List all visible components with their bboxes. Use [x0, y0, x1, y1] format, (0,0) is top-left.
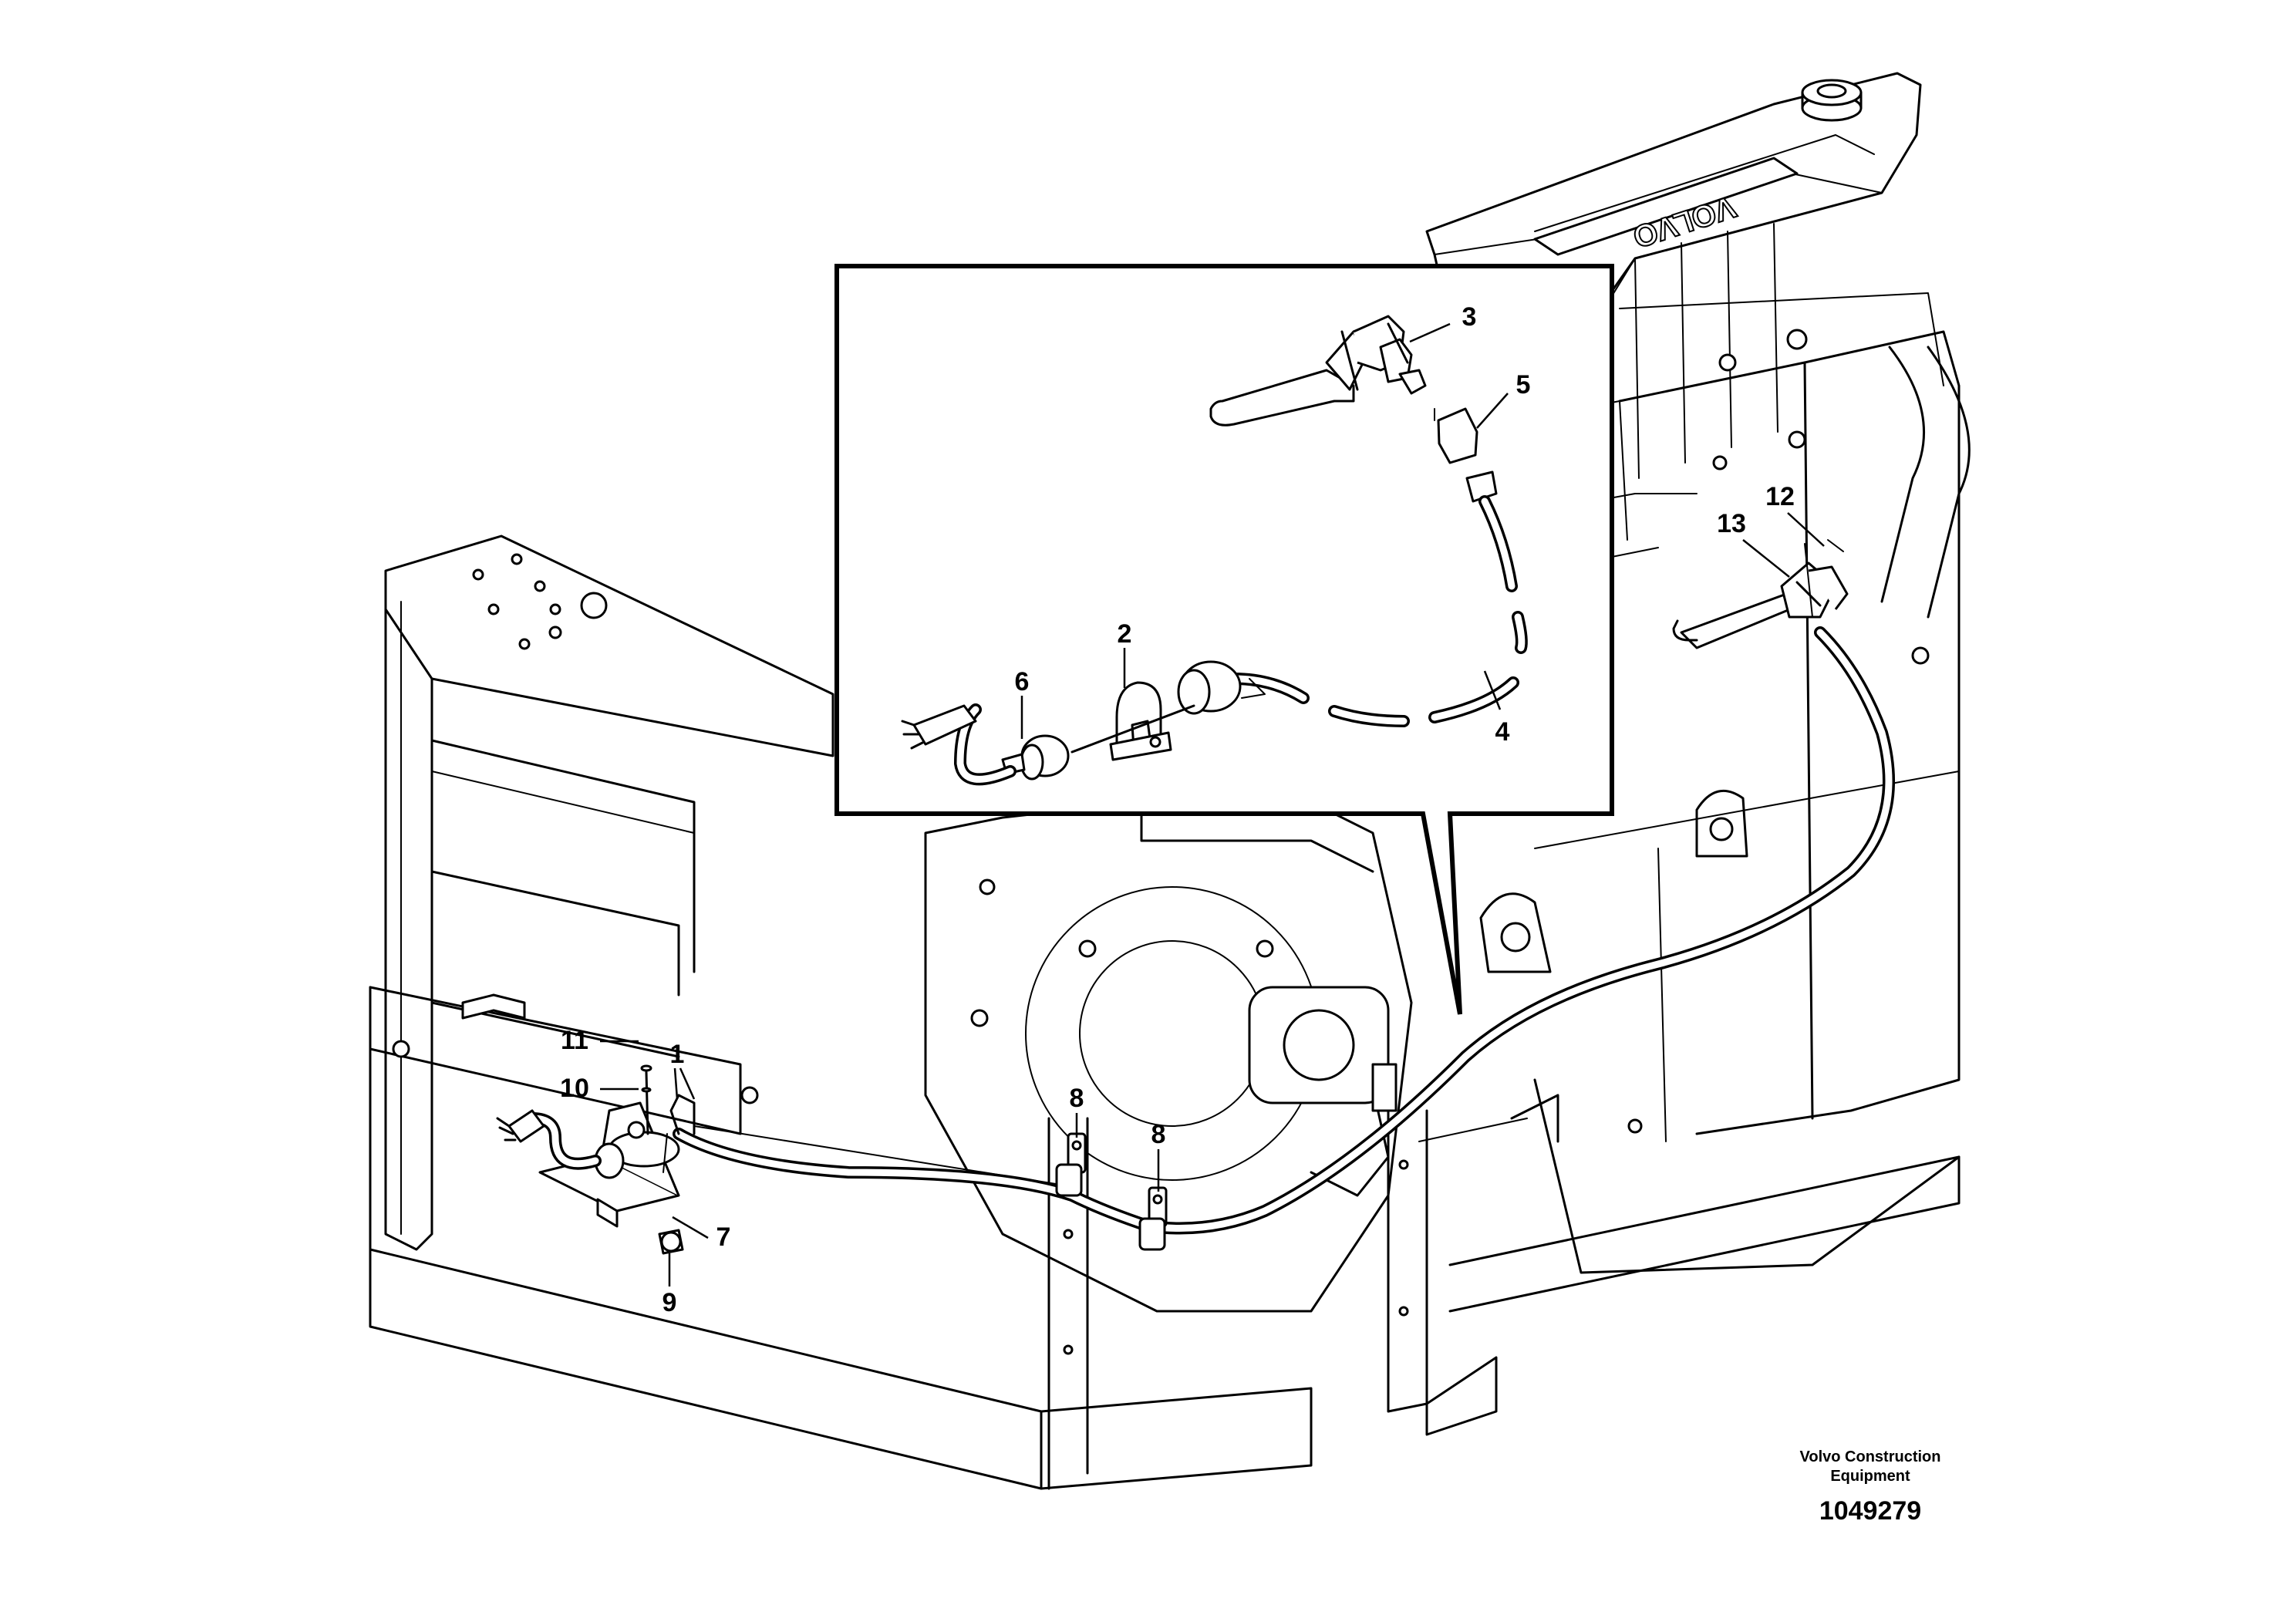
callout-2: 2 [1118, 619, 1132, 649]
cable-clamp [1055, 1132, 1087, 1197]
callout-6: 6 [1015, 667, 1030, 696]
document-number: 1049279 [1819, 1496, 1921, 1526]
block-heater-element [1672, 539, 1849, 649]
brand-line-2: Equipment [1830, 1468, 1910, 1485]
callout-12: 12 [1765, 482, 1795, 511]
engine-bolt-holes [1627, 329, 1930, 1134]
cable-clamp [1138, 1186, 1168, 1251]
callout-13: 13 [1717, 509, 1746, 538]
inset-plug [901, 703, 1070, 786]
flywheel-housing [924, 801, 1413, 1313]
detail-inset [834, 264, 1614, 1015]
drawing-footer: Volvo Construction Equipment 1049279 [1800, 1448, 1941, 1526]
callout-1: 1 [670, 1040, 685, 1069]
machine-frame [369, 534, 1961, 1490]
callout-8-right: 8 [1151, 1120, 1166, 1149]
callout-5: 5 [1516, 370, 1531, 400]
inset-heater-element [1209, 315, 1427, 427]
callout-11: 11 [561, 1026, 588, 1055]
heater-cable-route [673, 626, 1895, 1235]
callout-3: 3 [1462, 302, 1477, 332]
callout-8-left: 8 [1070, 1084, 1084, 1113]
callout-10: 10 [560, 1074, 589, 1103]
inset-coupling [1437, 407, 1478, 464]
callout-4: 4 [1495, 717, 1510, 747]
callout-labels: 3 5 4 2 6 12 13 1 11 10 7 9 8 8 [560, 302, 1825, 1317]
inset-clamp [1109, 681, 1172, 761]
brand-line-1: Volvo Construction [1800, 1448, 1941, 1465]
callout-9: 9 [663, 1288, 677, 1317]
callout-7: 7 [716, 1222, 731, 1252]
plug-bracket-assembly [496, 1064, 696, 1255]
